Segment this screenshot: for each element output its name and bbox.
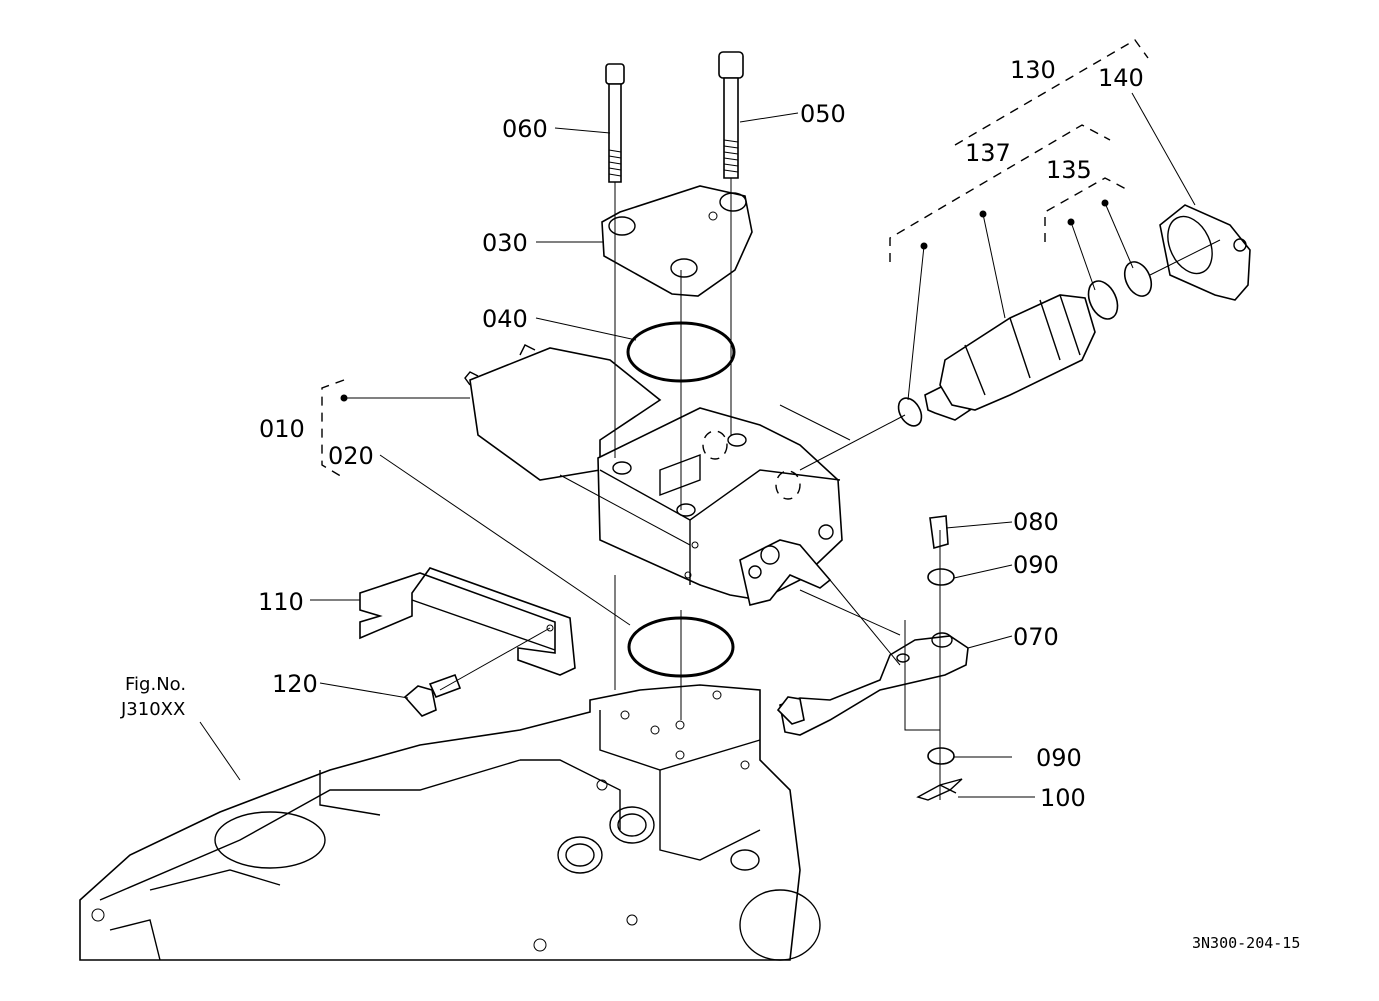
- transmission-housing: [79, 684, 821, 961]
- callout-135: 135: [1046, 156, 1092, 184]
- group-brackets: [321, 39, 1149, 479]
- callout-010: 010: [259, 415, 305, 443]
- figure-ref-line2: J310XX: [120, 699, 185, 720]
- callout-040: 040: [482, 305, 528, 333]
- callout-030: 030: [482, 229, 528, 257]
- callout-130: 130: [1010, 56, 1056, 84]
- callout-080: 080: [1013, 508, 1059, 536]
- drawing-code: 3N300-204-15: [1192, 934, 1300, 952]
- washer-090-lower: [927, 747, 955, 765]
- callout-070: 070: [1013, 623, 1059, 651]
- pin-080: [929, 515, 949, 550]
- cover-030: [601, 185, 753, 297]
- callout-090-upper: 090: [1013, 551, 1059, 579]
- figure-ref-line1: Fig.No.: [125, 674, 186, 695]
- callout-100: 100: [1040, 784, 1086, 812]
- cotter-pin-100: [916, 778, 963, 801]
- assembly-130: [897, 204, 1251, 427]
- bolt-050: [718, 51, 744, 179]
- bolt-060: [605, 63, 625, 183]
- callout-110: 110: [258, 588, 304, 616]
- callout-050: 050: [800, 100, 846, 128]
- callout-137: 137: [965, 139, 1011, 167]
- callout-020: 020: [328, 442, 374, 470]
- washer-090-upper: [927, 568, 955, 586]
- valve-assembly-010: [464, 344, 843, 606]
- leader-lines: [199, 92, 1196, 798]
- bolt-120: [403, 673, 462, 717]
- callout-060: 060: [502, 115, 548, 143]
- callout-090-lower: 090: [1036, 744, 1082, 772]
- callout-120: 120: [272, 670, 318, 698]
- callout-140: 140: [1098, 64, 1144, 92]
- assembly-guide-lines: [439, 178, 1221, 800]
- bracket-110: [359, 567, 576, 676]
